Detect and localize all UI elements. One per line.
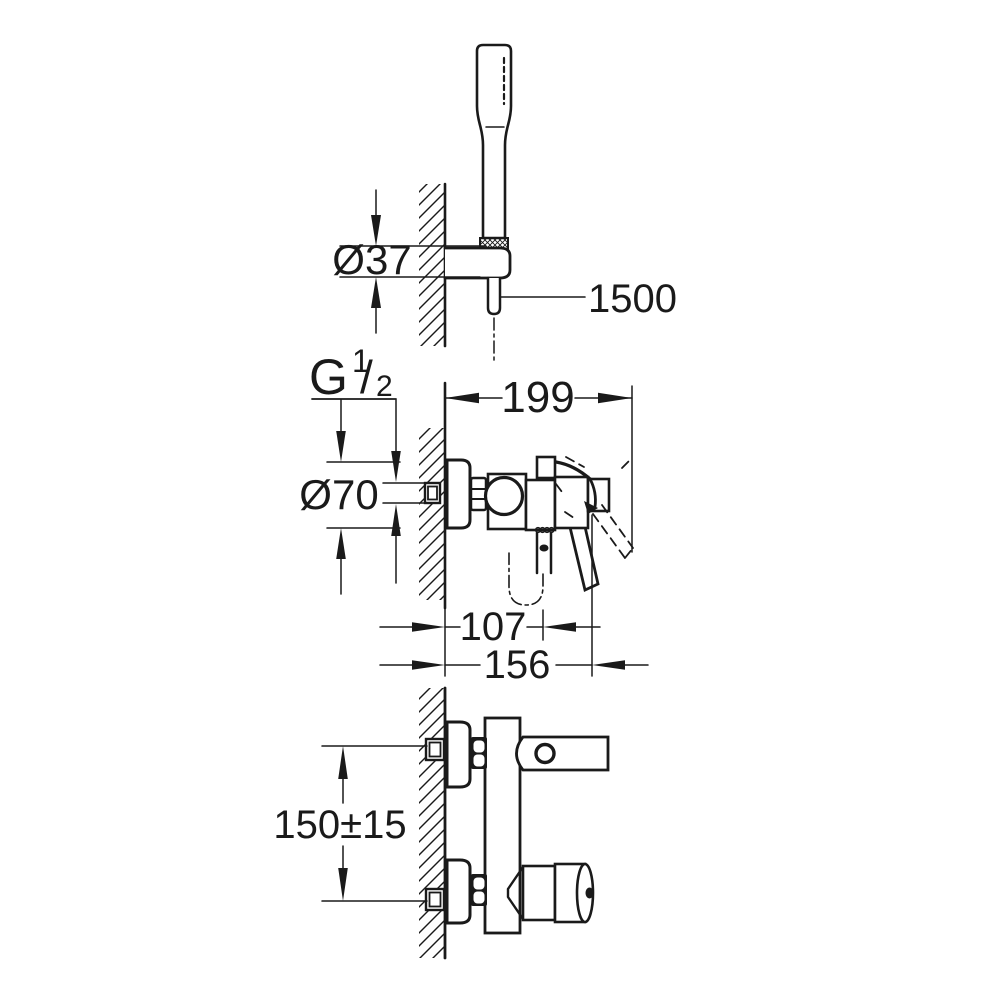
thread-label-g: G [309, 349, 348, 405]
wall-hatch-middle [419, 428, 445, 600]
dim-inlet-spacing: 150±15 [273, 745, 428, 902]
valve-body [553, 475, 590, 530]
inlet-nut-bottom-inner [428, 891, 442, 908]
ball-joint [483, 475, 525, 517]
coupling-nut-facets [470, 488, 487, 500]
knurl-nut-top [471, 737, 487, 769]
inlet-escutcheon-top [445, 720, 472, 789]
hose-outlet [486, 276, 502, 316]
outlet-mark [539, 544, 549, 552]
view-mixer-front: 150±15 [273, 686, 610, 960]
lever-handle [554, 460, 598, 514]
inlet-nipple-inner [427, 485, 438, 501]
coupling-nut [469, 476, 488, 512]
cartridge-body [524, 478, 557, 532]
outlet-knurl [534, 526, 555, 534]
body-depth-label: 156 [484, 643, 551, 687]
dim-escutcheon-diameter: Ø70 [299, 399, 401, 595]
lever-arm-hole [534, 742, 556, 765]
inlet-spacing-label: 150±15 [273, 803, 406, 847]
view-mixer-side: G 1 / 2 Ø70 199 [299, 343, 649, 687]
shower-holder [443, 246, 512, 280]
holder-diameter-label: Ø37 [332, 236, 411, 283]
dim-projection: 199 [444, 373, 633, 553]
dim-thread-size: G 1 / 2 [309, 343, 426, 584]
wall-hatch-bottom [419, 688, 445, 958]
dim-hose-length: 1500 [500, 277, 677, 321]
holder-port [535, 455, 557, 480]
thread-label-num: 1 [352, 343, 370, 379]
dim-body-depth: 156 [379, 514, 649, 687]
projection-label: 199 [501, 373, 574, 422]
mixer-escutcheon [445, 458, 472, 530]
inlet-nut-top-inner [428, 741, 442, 758]
hand-shower [475, 43, 513, 240]
knob-neck [521, 864, 557, 922]
view-hand-shower: Ø37 1500 [332, 43, 677, 362]
thread-label-den: 2 [376, 370, 393, 403]
knurl-nut-bottom [471, 874, 487, 906]
mixer-body-front [483, 716, 522, 935]
knob-index-dot [585, 887, 594, 899]
knob-cone [506, 865, 525, 921]
dim-outlet-offset: 107 [379, 605, 601, 677]
wall-hatch-top [419, 184, 445, 346]
lever-arm [515, 735, 610, 772]
shower-outlet-tube [535, 531, 553, 575]
inlet-escutcheon-bottom [445, 858, 472, 925]
outlet-offset-label: 107 [460, 605, 527, 649]
escutcheon-diameter-label: Ø70 [299, 471, 378, 518]
hose-length-label: 1500 [588, 277, 677, 321]
lever-phantom [555, 456, 634, 559]
dim-holder-diameter: Ø37 [332, 189, 487, 334]
thread-label-slash: / [360, 351, 373, 403]
hose-loop [508, 552, 544, 606]
